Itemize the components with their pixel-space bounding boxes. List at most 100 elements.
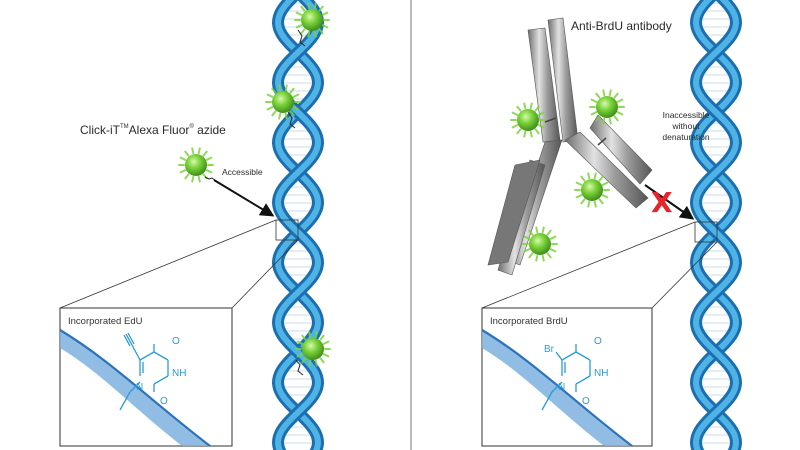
zoom-region-left — [275, 219, 299, 241]
glow-ray — [197, 147, 201, 155]
brdu-label-n: N — [558, 382, 566, 393]
fluor-sphere — [581, 179, 603, 201]
glow-ray — [307, 2, 311, 10]
glow-ray — [587, 172, 591, 180]
glow-ray — [587, 200, 591, 208]
glow-ray — [593, 172, 597, 180]
fluor-sphere — [517, 109, 539, 131]
glow-ray — [537, 111, 545, 116]
fluor-dye-antibody-2 — [589, 89, 625, 125]
glow-ray — [541, 254, 545, 262]
glow-ray — [616, 111, 624, 116]
dna-helix-left — [271, 0, 325, 450]
glow-ray — [301, 357, 307, 364]
glow-ray — [322, 340, 330, 345]
glow-ray — [534, 105, 540, 112]
zoom-line-left-b — [231, 239, 299, 309]
glow-ray — [179, 156, 187, 161]
glow-ray — [313, 2, 317, 10]
glow-ray — [523, 102, 527, 110]
glow-ray — [535, 254, 539, 262]
glow-ray — [575, 194, 583, 199]
glow-ray — [300, 28, 306, 35]
fluor-sphere — [596, 96, 618, 118]
glow-ray — [523, 235, 531, 240]
glow-ray — [613, 92, 619, 99]
glow-ray — [534, 128, 540, 135]
glow-ray — [319, 357, 325, 364]
glow-ray — [296, 353, 304, 358]
glow-ray — [537, 124, 545, 129]
reagent-label: Click-iTTMAlexa Fluor® azide — [80, 123, 226, 137]
glow-ray — [601, 194, 609, 199]
glow-ray — [271, 110, 277, 117]
glow-ray — [308, 359, 312, 367]
glow-ray — [318, 5, 324, 12]
glow-ray — [598, 175, 604, 182]
glow-ray — [546, 252, 552, 259]
glow-ray — [184, 173, 190, 180]
glow-ray — [314, 359, 318, 367]
edu-label-o-top: O — [172, 336, 180, 347]
inset-title-brdu: Incorporated BrdU — [490, 316, 568, 327]
glow-ray — [284, 112, 288, 120]
accessible-label: Accessible — [222, 167, 263, 177]
glow-ray — [205, 156, 213, 161]
glow-ray — [202, 150, 208, 157]
glow-ray — [511, 124, 519, 129]
anti-brdu-antibody — [487, 17, 653, 276]
dye-linker-upper — [287, 111, 296, 129]
fluor-dye-lower — [295, 331, 331, 367]
glow-ray — [284, 84, 288, 92]
glow-ray — [318, 28, 324, 35]
fluor-sphere — [301, 9, 323, 31]
glow-ray — [590, 111, 598, 116]
fluor-dye-upper — [265, 84, 301, 120]
edu-chemical-structure — [119, 332, 169, 411]
azide-linker — [204, 176, 217, 182]
glow-ray — [266, 106, 274, 111]
glow-ray — [608, 89, 612, 97]
edu-label-o-bottom: O — [160, 396, 168, 407]
glow-ray — [205, 169, 213, 174]
glow-ray — [300, 5, 306, 12]
zoom-line-right-b — [651, 241, 718, 309]
glow-ray — [580, 175, 586, 182]
dye-linker-top — [297, 29, 306, 47]
glow-ray — [511, 111, 519, 116]
glow-ray — [523, 248, 531, 253]
glow-ray — [529, 130, 533, 138]
glow-ray — [191, 147, 195, 155]
glow-ray — [289, 87, 295, 94]
glow-ray — [580, 198, 586, 205]
glow-ray — [271, 87, 277, 94]
glow-ray — [535, 226, 539, 234]
glow-ray — [313, 30, 317, 38]
glow-ray — [601, 181, 609, 186]
blocked-arrow — [644, 184, 695, 220]
glow-ray — [197, 175, 201, 183]
glow-ray — [593, 200, 597, 208]
glow-ray — [295, 11, 303, 16]
glow-ray — [307, 30, 311, 38]
glow-ray — [278, 112, 282, 120]
glow-ray — [549, 235, 557, 240]
fluor-sphere — [185, 154, 207, 176]
glow-ray — [308, 331, 312, 339]
glow-ray — [528, 229, 534, 236]
glow-ray — [321, 24, 329, 29]
brdu-label-o-top: O — [594, 336, 602, 347]
glow-ray — [602, 89, 606, 97]
zoom-line-right-a — [481, 221, 696, 309]
glow-ray — [575, 181, 583, 186]
inset-box-brdu — [481, 307, 653, 447]
glow-ray — [319, 334, 325, 341]
glow-ray — [321, 11, 329, 16]
brdu-chemical-structure — [541, 344, 591, 411]
fluor-dye-free — [178, 147, 214, 183]
glow-ray — [314, 331, 318, 339]
glow-ray — [616, 98, 624, 103]
glow-ray — [191, 175, 195, 183]
